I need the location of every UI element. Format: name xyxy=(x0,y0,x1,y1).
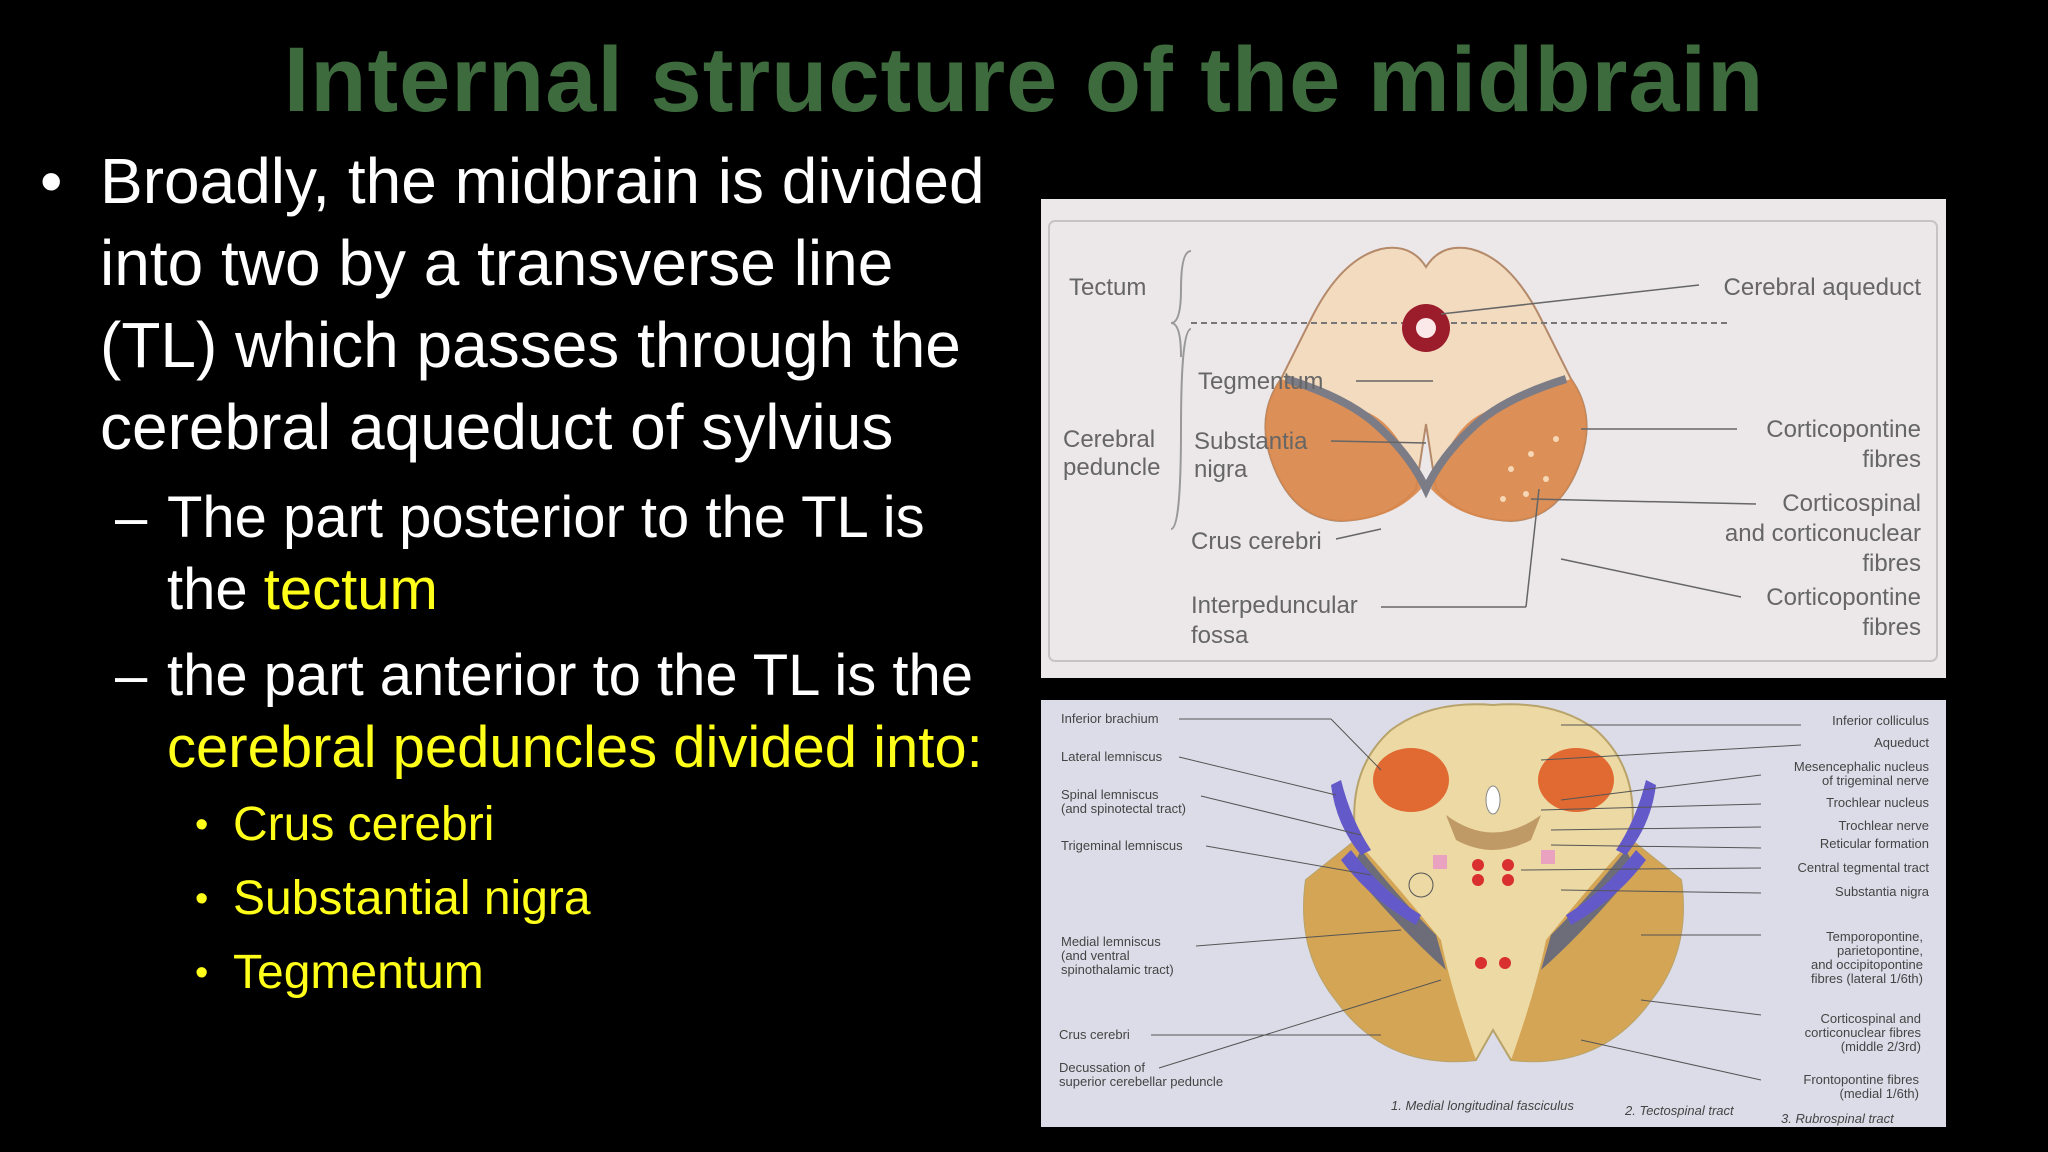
dash-icon: – xyxy=(115,485,148,550)
label-crus: Crus cerebri xyxy=(1191,528,1322,555)
footer-mlf: 1. Medial longitudinal fasciculus xyxy=(1391,1098,1574,1113)
item-substantia: Substantial nigra xyxy=(233,872,591,925)
label-corticospinal-a: Corticospinal and xyxy=(1821,1011,1921,1026)
label-mesencephalic-2: of trigeminal nerve xyxy=(1822,773,1929,788)
peduncle-right xyxy=(1431,379,1587,521)
label-inferior-colliculus: Inferior colliculus xyxy=(1832,713,1929,728)
label-cerebral-peduncle-2: peduncle xyxy=(1063,454,1160,481)
bullet-dot-icon: • xyxy=(195,952,209,994)
bullet-dot-icon: • xyxy=(195,804,209,846)
label-decussation-1: Decussation of xyxy=(1059,1060,1145,1075)
label-trochlear-nerve: Trochlear nerve xyxy=(1838,818,1929,833)
label-frontopontine-2: (medial 1/6th) xyxy=(1840,1086,1919,1101)
sub2-text: the part anterior to the TL is the xyxy=(167,643,974,708)
midbrain-diagram-2: Inferior brachium Lateral lemniscus Spin… xyxy=(1041,700,1946,1127)
crus-right xyxy=(1511,840,1683,1062)
label-reticular: Reticular formation xyxy=(1820,836,1929,851)
aqueduct-lumen xyxy=(1416,318,1436,338)
label-substantia-1: Substantia xyxy=(1194,428,1308,455)
label-corticopontine-2a: Corticopontine xyxy=(1766,584,1921,611)
label-spinal-lemniscus-2: (and spinotectal tract) xyxy=(1061,801,1186,816)
label-corticopontine-1b: fibres xyxy=(1862,446,1921,473)
label-temporopontine-2: parietopontine, xyxy=(1837,943,1923,958)
peduncle-left xyxy=(1265,379,1421,521)
item-tegmentum: Tegmentum xyxy=(233,946,484,999)
bullet-dot-icon: • xyxy=(195,878,209,920)
bullet-item: • Substantial nigra xyxy=(40,862,1000,936)
label-medial-lemniscus-2: (and ventral xyxy=(1061,948,1130,963)
label-temporopontine-1: Temporopontine, xyxy=(1826,929,1923,944)
label-inferior-brachium: Inferior brachium xyxy=(1061,711,1159,726)
bullet-dot-icon: • xyxy=(40,145,63,217)
label-crus-cerebri: Crus cerebri xyxy=(1059,1027,1130,1042)
slide-title: Internal structure of the midbrain xyxy=(283,29,1765,131)
midbrain-diagram-1-svg: Tectum Cerebral peduncle Tegmentum Subst… xyxy=(1048,220,1938,662)
label-corticospinal-c: (middle 2/3rd) xyxy=(1841,1039,1921,1054)
label-corticopontine-1a: Corticopontine xyxy=(1766,416,1921,443)
label-temporopontine-3: and occipitopontine xyxy=(1811,957,1923,972)
footer-tectospinal: 2. Tectospinal tract xyxy=(1624,1103,1735,1118)
dash-icon: – xyxy=(115,643,148,708)
label-interpeduncular-2: fossa xyxy=(1191,622,1249,649)
label-substantia-nigra: Substantia nigra xyxy=(1835,884,1930,899)
bullet-sub-peduncles: – the part anterior to the TL is the cer… xyxy=(40,640,1000,784)
label-substantia-2: nigra xyxy=(1194,456,1248,483)
substantia-nigra-band xyxy=(1284,375,1568,499)
label-tegmentum: Tegmentum xyxy=(1198,368,1323,395)
label-spinal-lemniscus-1: Spinal lemniscus xyxy=(1061,787,1159,802)
bullet-item: • Crus cerebri xyxy=(40,788,1000,862)
label-cerebral-peduncle-1: Cerebral xyxy=(1063,426,1155,453)
label-corticospinal-2: and corticonuclear xyxy=(1725,520,1921,547)
label-corticospinal-3: fibres xyxy=(1862,550,1921,577)
label-aqueduct: Cerebral aqueduct xyxy=(1724,274,1922,301)
bullet-item: • Tegmentum xyxy=(40,936,1000,1010)
bullet-main: • Broadly, the midbrain is divided into … xyxy=(40,140,1000,468)
label-lateral-lemniscus: Lateral lemniscus xyxy=(1061,749,1163,764)
label-central-tegmental: Central tegmental tract xyxy=(1797,860,1929,875)
label-frontopontine-1: Frontopontine fibres xyxy=(1803,1072,1919,1087)
bullet-sub-tectum: – The part posterior to the TL is the te… xyxy=(40,482,1000,626)
item-crus: Crus cerebri xyxy=(233,798,495,851)
label-medial-lemniscus-3: spinothalamic tract) xyxy=(1061,962,1174,977)
label-temporopontine-4: fibres (lateral 1/6th) xyxy=(1811,971,1923,986)
label-decussation-2: superior cerebellar peduncle xyxy=(1059,1074,1223,1089)
label-aqueduct-2: Aqueduct xyxy=(1874,735,1929,750)
label-mesencephalic-1: Mesencephalic nucleus xyxy=(1794,759,1930,774)
bullet-list: • Broadly, the midbrain is divided into … xyxy=(40,140,1000,1010)
bullet-main-text: Broadly, the midbrain is divided into tw… xyxy=(100,145,985,463)
label-medial-lemniscus-1: Medial lemniscus xyxy=(1061,934,1161,949)
label-corticospinal-1: Corticospinal xyxy=(1782,490,1921,517)
label-interpeduncular-1: Interpeduncular xyxy=(1191,592,1358,619)
sub2-highlight: cerebral peduncles divided into: xyxy=(167,715,983,780)
label-corticospinal-b: corticonuclear fibres xyxy=(1805,1025,1922,1040)
label-trochlear-nucleus: Trochlear nucleus xyxy=(1826,795,1929,810)
label-tectum: Tectum xyxy=(1069,274,1146,301)
sub1-highlight: tectum xyxy=(263,557,438,622)
label-corticopontine-2b: fibres xyxy=(1862,614,1921,641)
midbrain-diagram-1: Tectum Cerebral peduncle Tegmentum Subst… xyxy=(1041,199,1946,678)
label-trigeminal-lemniscus: Trigeminal lemniscus xyxy=(1061,838,1183,853)
footer-rubrospinal: 3. Rubrospinal tract xyxy=(1781,1111,1895,1126)
crus-left xyxy=(1304,840,1476,1062)
sub1-text: The part posterior to the TL is the xyxy=(167,485,925,622)
midbrain-diagram-2-svg: Inferior brachium Lateral lemniscus Spin… xyxy=(1059,703,1930,1126)
